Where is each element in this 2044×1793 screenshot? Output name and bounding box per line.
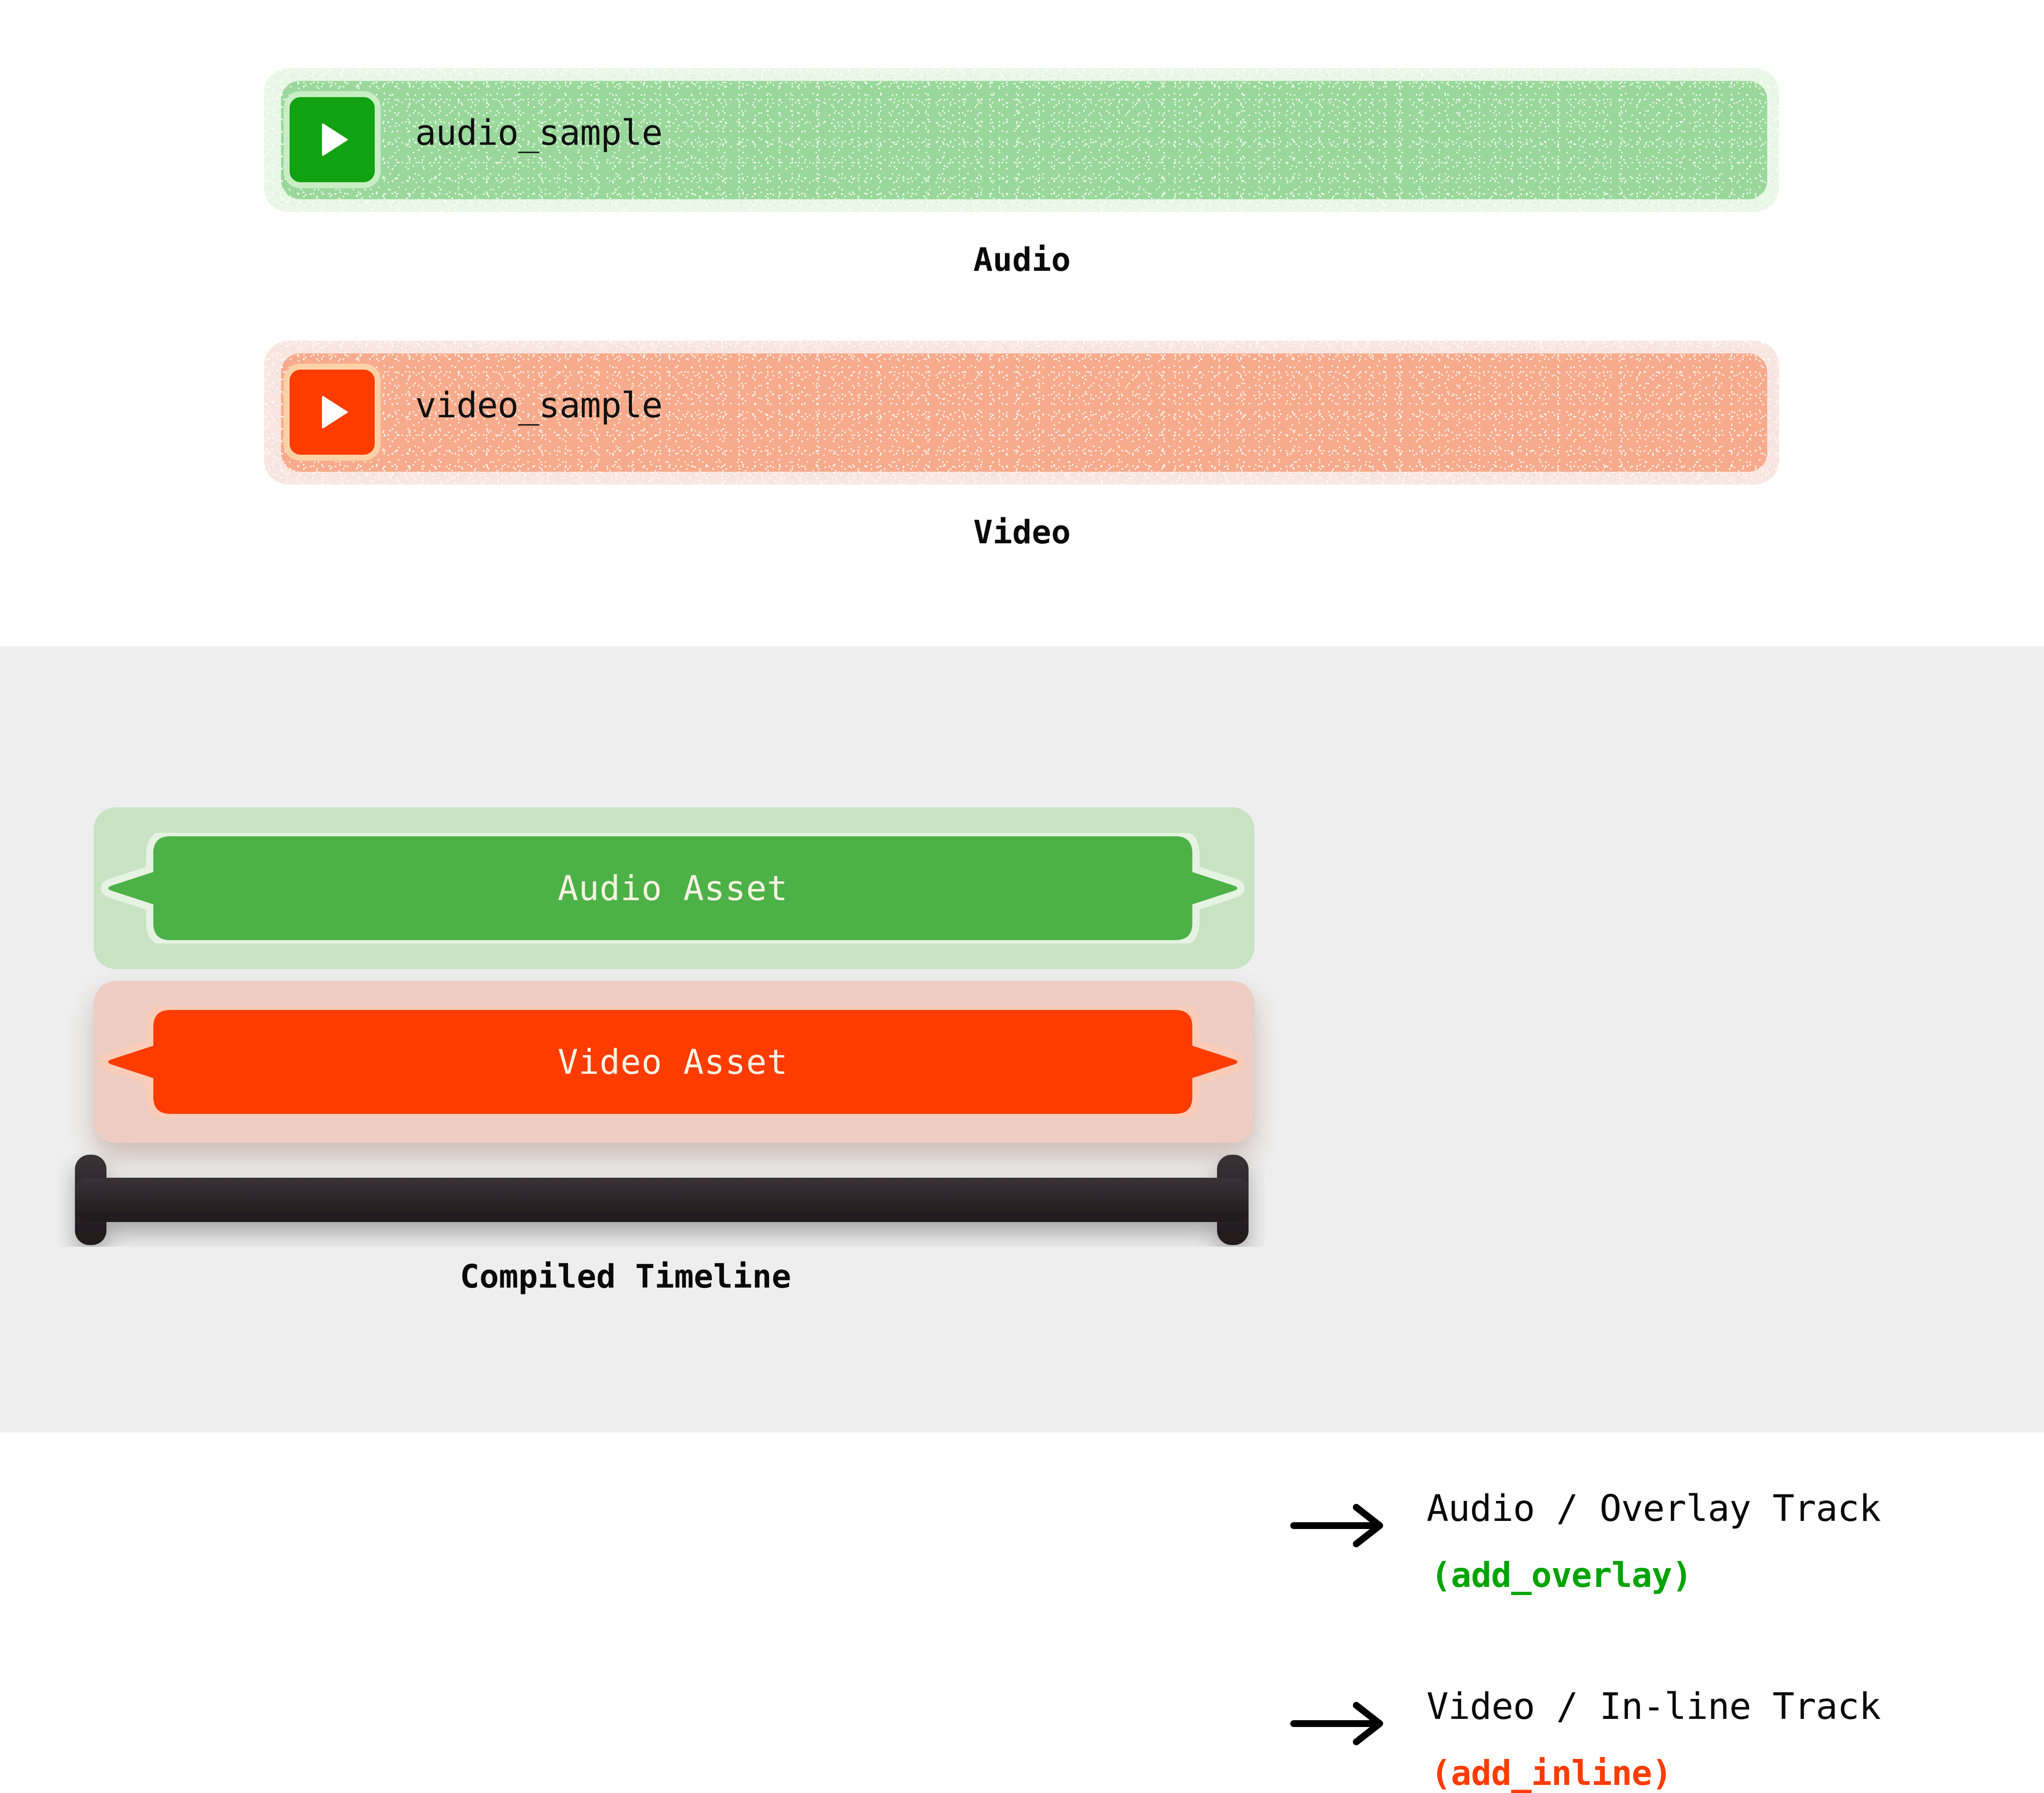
arrow-right-icon	[1290, 1504, 1383, 1547]
audio-source-filename: audio_sample	[415, 113, 663, 153]
video-source-filename: video_sample	[415, 385, 663, 426]
play-icon[interactable]	[290, 370, 375, 455]
play-icon[interactable]	[290, 97, 375, 182]
ribbon-shape	[101, 833, 1245, 944]
video-asset-ribbon[interactable]: Video Asset	[98, 1007, 1248, 1117]
compiled-timeline-bar[interactable]	[60, 1153, 1265, 1247]
video-track-function: (add_inline)	[1431, 1753, 1672, 1793]
ribbon-shape	[101, 1007, 1245, 1117]
source-assets-section: audio_sample Audio video_sample Video	[0, 0, 2044, 646]
compiled-timeline-caption: Compiled Timeline	[460, 1257, 791, 1295]
audio-asset-ribbon[interactable]: Audio Asset	[98, 833, 1248, 944]
video-track-name: Video / In-line Track	[1427, 1685, 1881, 1728]
audio-track-function: (add_overlay)	[1431, 1555, 1692, 1595]
arrow-right-icon	[1290, 1702, 1383, 1745]
video-section-caption: Video	[973, 513, 1071, 551]
play-triangle-icon	[322, 395, 348, 429]
play-triangle-icon	[322, 123, 348, 157]
compiled-timeline-section: Audio Asset Audio / Overlay Track (add_o…	[0, 646, 2044, 1793]
audio-section-caption: Audio	[973, 241, 1071, 278]
audio-track-name: Audio / Overlay Track	[1427, 1487, 1881, 1530]
